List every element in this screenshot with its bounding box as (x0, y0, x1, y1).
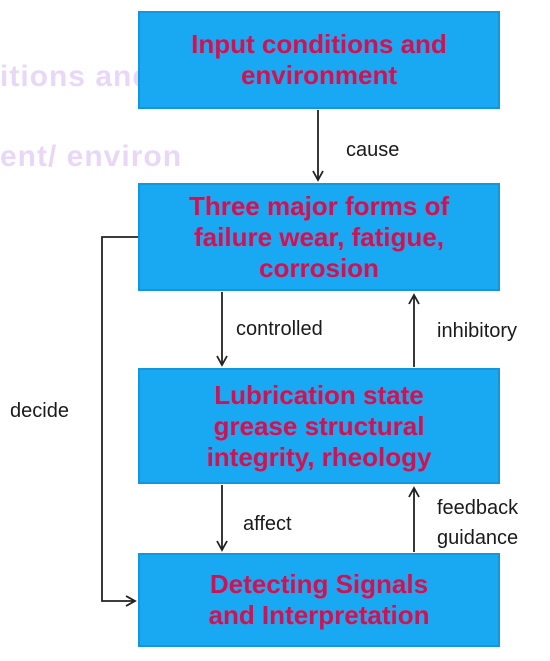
box-text-line: grease structural (213, 410, 425, 441)
edge-label-decide: decide (10, 400, 69, 422)
box-text-line: Three major forms of (188, 190, 450, 221)
detecting-signals-box: Detecting Signals and Interpretation (138, 553, 500, 647)
box-text-line: environment (240, 60, 397, 90)
box-text-line: Input conditions and (191, 29, 447, 59)
box-text-line: Lubrication state (214, 379, 424, 410)
edge-label-guidance: guidance (437, 527, 519, 549)
edge-label-inhibitory: inhibitory (437, 320, 518, 342)
input-conditions-box: Input conditions and environment (138, 11, 500, 109)
edge-label-feedback-guidance: feedback guidance (437, 493, 518, 553)
arrow-decide (101, 236, 138, 607)
box-text-line: and Interpretation (208, 600, 430, 630)
box-text-line: Detecting Signals (209, 569, 429, 599)
failure-forms-box: Three major forms of failure wear, fatig… (138, 183, 500, 291)
edge-label-controlled: controlled (236, 318, 323, 340)
box-text-line: failure wear, fatigue, (194, 221, 444, 252)
edge-label-feedback: feedback (437, 497, 519, 519)
lubrication-state-box: Lubrication state grease structural inte… (138, 368, 500, 484)
edge-label-cause: cause (346, 139, 400, 161)
box-text-line: corrosion (259, 252, 379, 283)
edge-label-affect: affect (243, 513, 292, 535)
box-text-line: integrity, rheology (206, 441, 432, 472)
watermark-text-2: ent/ environ (0, 140, 183, 173)
